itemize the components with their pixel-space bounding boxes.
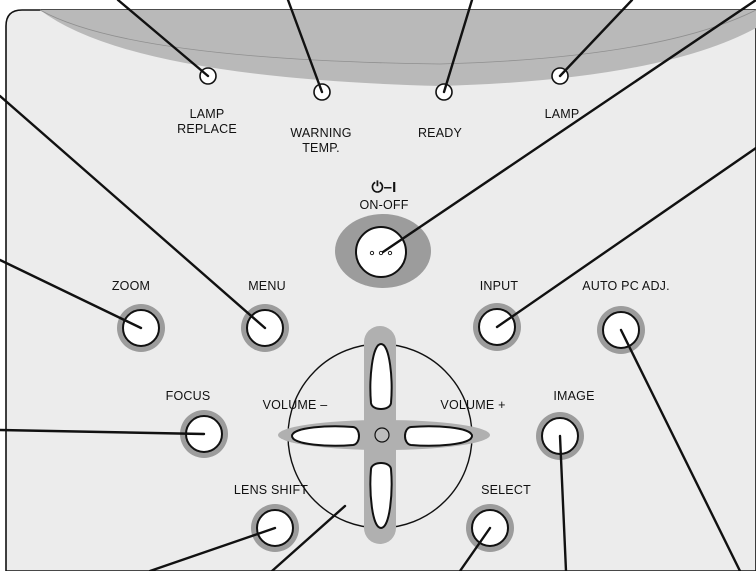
lens-shift-label: LENS SHIFT <box>233 483 309 497</box>
select-label: SELECT <box>481 483 531 497</box>
power-label: ON-OFF <box>359 198 409 212</box>
volume-plus-label: VOLUME + <box>440 398 506 412</box>
dpad-left-button[interactable] <box>290 425 360 447</box>
leader-line-menu <box>0 94 267 330</box>
auto-pc-adj-label: AUTO PC ADJ. <box>582 279 670 293</box>
leader-line-auto-pc-adj <box>619 328 742 571</box>
leader-line-image <box>558 434 568 571</box>
leader-line-dpad <box>270 504 347 571</box>
dpad-center-dot <box>374 427 390 443</box>
leader-line-focus <box>0 428 206 436</box>
image-label: IMAGE <box>553 389 595 403</box>
zoom-label: ZOOM <box>111 279 151 293</box>
power-button[interactable] <box>355 226 407 278</box>
leader-line-lens-shift <box>148 526 277 571</box>
leader-line-input <box>495 146 756 329</box>
indicator-arc-top-edge <box>39 9 756 65</box>
dpad-up-button[interactable] <box>369 342 393 410</box>
leader-line-warning-temp <box>286 0 324 94</box>
dpad-down-button[interactable] <box>369 462 393 530</box>
lamp-replace-label: LAMP REPLACE <box>177 107 237 136</box>
leader-line-zoom <box>0 258 143 330</box>
menu-label: MENU <box>248 279 286 293</box>
leader-line-lamp-replace <box>116 0 210 78</box>
ready-label: READY <box>417 126 463 140</box>
leader-line-power <box>381 0 756 254</box>
power-symbol-label: ⏻–I <box>371 179 397 196</box>
warning-temp-label: WARNING TEMP. <box>290 126 352 155</box>
lamp-label: LAMP <box>544 107 580 121</box>
volume-minus-label: VOLUME – <box>262 398 328 412</box>
dpad-right-button[interactable] <box>404 425 474 447</box>
leader-line-lamp <box>558 0 634 78</box>
focus-label: FOCUS <box>165 389 211 403</box>
leader-line-select <box>458 526 492 571</box>
input-label: INPUT <box>479 279 519 293</box>
leader-line-ready <box>442 0 474 94</box>
indicator-arc-band <box>40 10 756 86</box>
